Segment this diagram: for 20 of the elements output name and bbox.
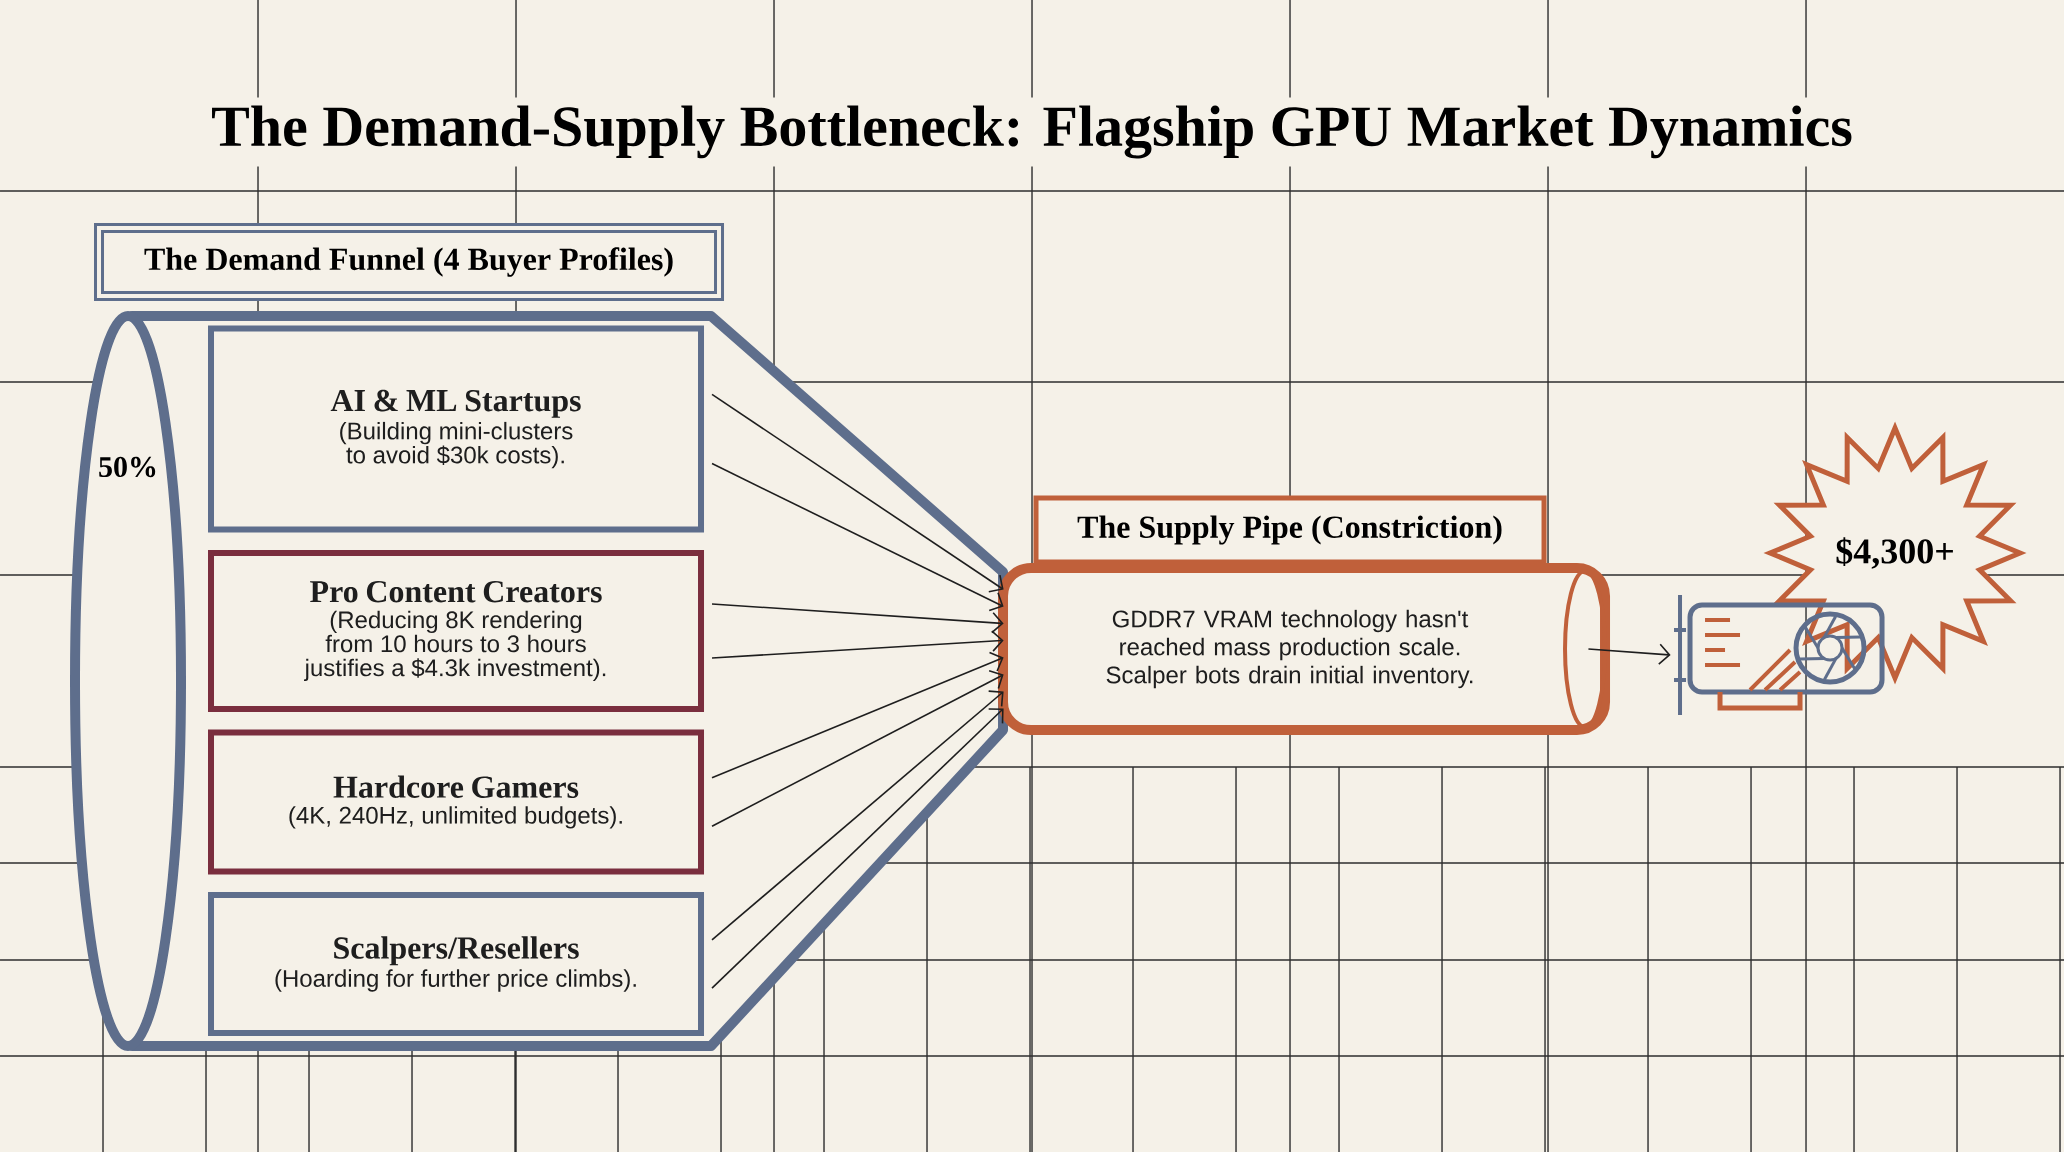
arrow <box>711 462 1004 612</box>
percentage-label: 50% <box>99 456 156 478</box>
arrow <box>711 670 1004 827</box>
arrow <box>711 393 1004 593</box>
node-label: $4,300+ <box>1836 537 1953 569</box>
heading-box: The Supply Pipe (Constriction) <box>1033 495 1547 565</box>
arrow <box>711 651 1004 779</box>
profile-card: Hardcore Gamers (4K, 240Hz, unlimited budgets). <box>208 729 704 875</box>
profile-card: AI & ML Startups (Building mini-clusters to avoid $30k costs). <box>208 325 704 533</box>
title: The Demand-Supply Bottleneck: Flagship GPU Market Dynamics <box>203 97 1861 167</box>
graphics-card-drawing <box>1672 593 1885 717</box>
profile-card: Pro Content Creators (Reducing 8K rendering from 10 hours to 3 hours justifies a $4.3k investment). <box>208 550 704 712</box>
pipe-text: GDDR7 VRAM technology hasn't reached mass production scale. Scalper bots drain initial inventory. <box>1106 609 1473 689</box>
arrow <box>711 690 1004 941</box>
heading-box: The Demand Funnel (4 Buyer Profiles) <box>94 223 724 301</box>
arrow <box>711 603 1004 634</box>
arrow <box>1587 643 1671 665</box>
arrow <box>711 708 1004 989</box>
arrow <box>711 630 1004 659</box>
profile-card: Scalpers/Resellers (Hoarding for further price climbs). <box>208 892 704 1036</box>
